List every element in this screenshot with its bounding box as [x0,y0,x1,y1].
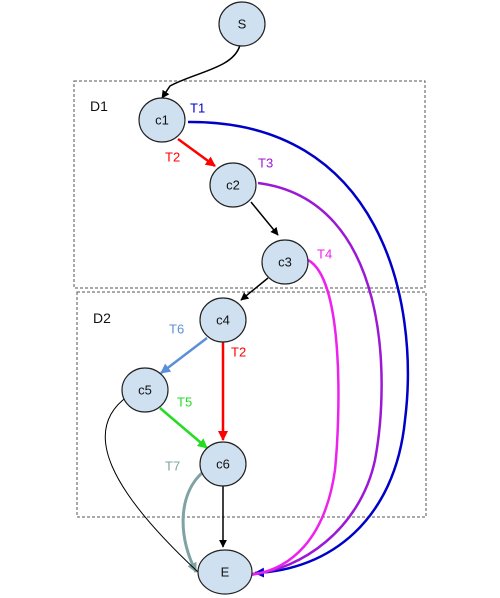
node-c6-label: c6 [216,457,230,472]
edge-label-t3: T3 [258,156,273,171]
node-c5-label: c5 [138,383,152,398]
node-c1-label: c1 [155,113,169,128]
region-d1-label: D1 [90,98,108,114]
node-e-label: E [221,565,230,580]
edge-c3-e [249,258,340,577]
node-c1: c1 [138,97,186,143]
edge-c2-e [251,181,383,576]
edge-c4-c5 [160,337,208,374]
edge-c3-c4 [240,277,269,301]
edge-label-t2-top: T2 [165,150,180,165]
edge-c5-c6 [159,407,208,449]
edge-label-t2-bottom: T2 [231,345,246,360]
node-s-label: S [238,17,247,32]
region-d1 [73,80,426,289]
edge-label-t4: T4 [317,247,332,262]
region-d2 [76,291,427,518]
edge-c1-c2 [177,137,216,168]
edge-label-t7: T7 [165,459,180,474]
edge-label-t5: T5 [177,395,192,410]
edge-c1-e [187,120,410,578]
node-c4-label: c4 [216,313,230,328]
edge-label-t6: T6 [169,322,184,337]
node-s: S [218,1,266,47]
node-c6: c6 [199,441,247,487]
node-e: E [197,549,253,595]
node-c3-label: c3 [278,255,292,270]
edge-c5-e [104,395,199,573]
node-c5: c5 [121,367,169,413]
edge-c2-c3 [250,201,279,236]
node-c2-label: c2 [226,178,240,193]
region-d2-label: D2 [93,310,111,326]
node-c3: c3 [261,239,309,285]
node-c4: c4 [199,297,247,343]
edge-s-c1 [161,44,241,99]
edge-c6-e-t7 [181,470,205,573]
edge-label-t1: T1 [190,101,205,116]
node-c2: c2 [209,162,257,208]
